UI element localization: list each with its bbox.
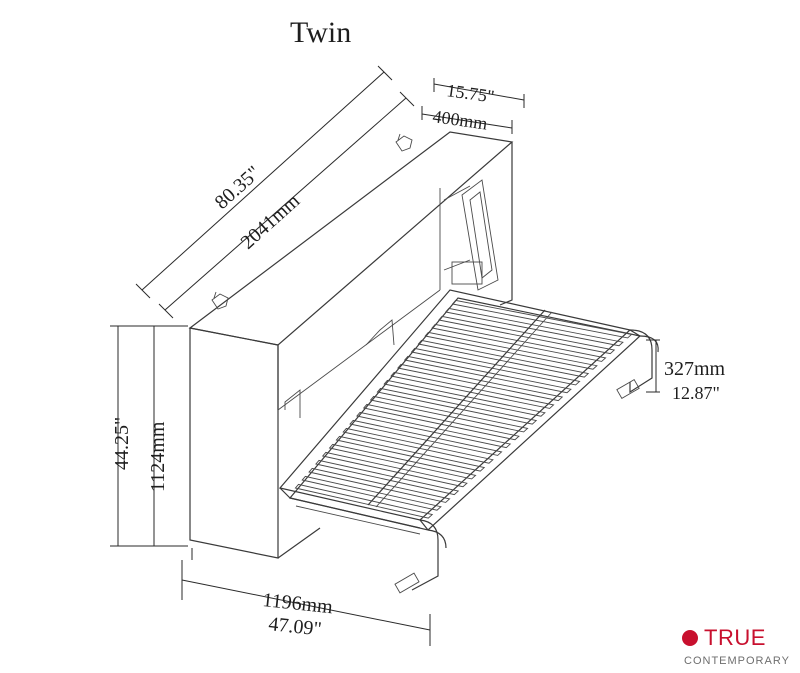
bed-slat [451, 299, 633, 339]
svg-text:327mm: 327mm [664, 358, 726, 380]
bed-slat [349, 419, 503, 456]
svg-text:15.75": 15.75" [445, 80, 495, 106]
top-hinge-front [211, 291, 229, 310]
svg-text:47.09": 47.09" [267, 613, 322, 640]
center-rail [367, 309, 546, 506]
bed-slat [390, 371, 555, 409]
dim-height-mm: 1124mm [147, 326, 169, 546]
bed-slat [321, 451, 468, 488]
svg-text:1124mm: 1124mm [147, 421, 169, 492]
cabinet [188, 131, 514, 559]
svg-text:400mm: 400mm [431, 106, 488, 133]
bed-slat [294, 483, 434, 519]
dim-length-inches: 80.35" [135, 65, 393, 299]
svg-text:80.35": 80.35" [211, 162, 265, 214]
bed-slat [342, 427, 494, 464]
bed-slats [294, 299, 633, 519]
dim-frame-height: 327mm 12.87" [646, 339, 726, 403]
logo-word-top: TRUE [704, 625, 766, 650]
bed-slat [417, 339, 590, 378]
bed-slat [301, 475, 442, 511]
logo-word-bottom: CONTEMPORARY [684, 655, 790, 667]
bed-slat [369, 395, 529, 433]
svg-text:12.87": 12.87" [672, 383, 720, 403]
dim-length-mm: 2041mm [158, 91, 415, 319]
bed-slat [356, 411, 512, 449]
lift-mechanism [443, 179, 499, 291]
bed-slat [315, 459, 460, 496]
bed-slat [438, 315, 616, 355]
bed-slat [431, 323, 607, 362]
bed-slat [397, 363, 564, 402]
bed-slat [328, 443, 477, 480]
bed-slat [362, 403, 520, 441]
bed-slat [376, 387, 538, 425]
svg-text:44.25": 44.25" [111, 417, 133, 470]
brand-logo: TRUE CONTEMPORARY [682, 625, 790, 667]
bed-slat [410, 347, 581, 386]
side-guards [284, 319, 395, 418]
bed-slat [403, 355, 572, 394]
dim-width: 1196mm 47.09" [181, 548, 431, 646]
bed-slat [335, 435, 486, 472]
bed-slat [308, 467, 451, 503]
dim-height-inches: 44.25" [110, 325, 188, 547]
bed-slat [424, 331, 598, 370]
svg-text:2041mm: 2041mm [237, 189, 305, 253]
logo-dot-icon [682, 630, 698, 646]
dim-depth-mm: 400mm [421, 106, 513, 134]
dim-depth-inches: 15.75" [433, 78, 525, 108]
top-hinge-back [395, 133, 413, 152]
bed-slat [444, 307, 624, 347]
diagram-title: Twin [290, 16, 351, 49]
bed-slat [383, 379, 546, 417]
